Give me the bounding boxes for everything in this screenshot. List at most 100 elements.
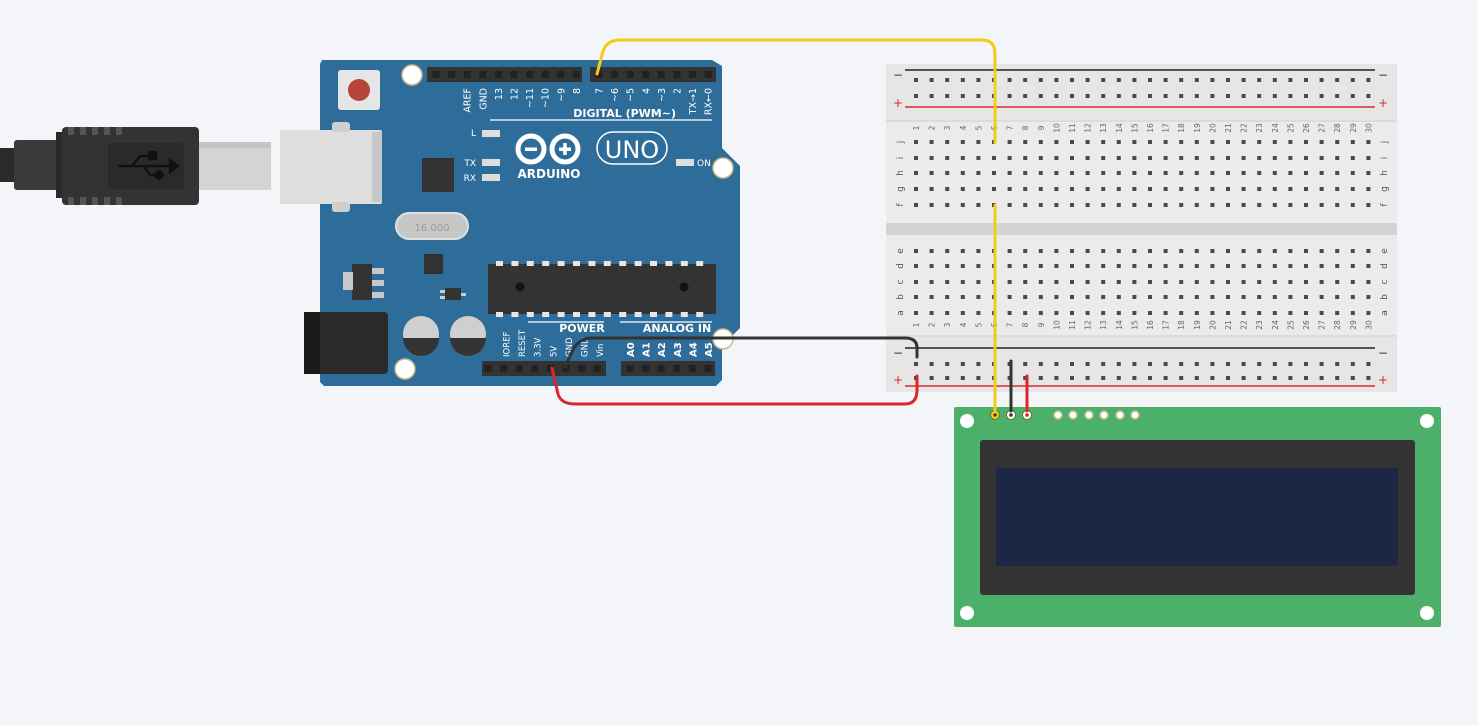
rail-hole[interactable]: [1210, 94, 1215, 98]
terminal-hole[interactable]: [1132, 295, 1137, 299]
terminal-hole[interactable]: [1085, 249, 1090, 253]
header-pin-hole[interactable]: [494, 71, 502, 78]
terminal-hole[interactable]: [1163, 249, 1168, 253]
terminal-hole[interactable]: [1288, 311, 1293, 315]
terminal-hole[interactable]: [1304, 140, 1308, 144]
rail-hole[interactable]: [976, 376, 981, 380]
terminal-hole[interactable]: [1038, 171, 1043, 175]
terminal-hole[interactable]: [1288, 187, 1293, 191]
terminal-hole[interactable]: [1132, 140, 1137, 144]
terminal-hole[interactable]: [929, 171, 934, 175]
terminal-hole[interactable]: [1304, 187, 1308, 191]
terminal-hole[interactable]: [1288, 280, 1293, 284]
terminal-hole[interactable]: [1179, 140, 1184, 144]
terminal-hole[interactable]: [1007, 249, 1012, 253]
rail-hole[interactable]: [1148, 78, 1152, 82]
rail-hole[interactable]: [1241, 362, 1246, 366]
terminal-hole[interactable]: [1350, 156, 1355, 160]
rail-hole[interactable]: [1116, 376, 1121, 380]
rail-hole[interactable]: [1054, 376, 1059, 380]
terminal-hole[interactable]: [1054, 140, 1059, 144]
rail-hole[interactable]: [1179, 94, 1184, 98]
terminal-hole[interactable]: [1085, 156, 1090, 160]
terminal-hole[interactable]: [1335, 203, 1340, 207]
rail-hole[interactable]: [1366, 376, 1371, 380]
terminal-hole[interactable]: [1319, 187, 1324, 191]
terminal-hole[interactable]: [1304, 249, 1308, 253]
terminal-hole[interactable]: [1132, 203, 1137, 207]
terminal-hole[interactable]: [1023, 280, 1028, 284]
terminal-hole[interactable]: [992, 156, 996, 160]
rail-hole[interactable]: [1335, 78, 1340, 82]
rail-hole[interactable]: [1116, 362, 1121, 366]
terminal-hole[interactable]: [1226, 203, 1230, 207]
header-pin-hole[interactable]: [593, 365, 601, 372]
terminal-hole[interactable]: [1101, 171, 1106, 175]
terminal-hole[interactable]: [1335, 171, 1340, 175]
terminal-hole[interactable]: [1116, 203, 1121, 207]
terminal-hole[interactable]: [945, 311, 950, 315]
terminal-hole[interactable]: [1272, 295, 1277, 299]
terminal-hole[interactable]: [1054, 249, 1059, 253]
header-pin-hole[interactable]: [479, 71, 487, 78]
terminal-hole[interactable]: [1210, 311, 1215, 315]
rail-hole[interactable]: [1272, 376, 1277, 380]
terminal-hole[interactable]: [1054, 156, 1059, 160]
terminal-hole[interactable]: [1007, 156, 1012, 160]
terminal-hole[interactable]: [1366, 249, 1371, 253]
terminal-hole[interactable]: [1319, 156, 1324, 160]
terminal-hole[interactable]: [1038, 295, 1043, 299]
rail-hole[interactable]: [1070, 94, 1074, 98]
header-pin-hole[interactable]: [562, 365, 570, 372]
terminal-hole[interactable]: [1194, 187, 1199, 191]
header-pin-hole[interactable]: [688, 365, 696, 372]
terminal-hole[interactable]: [914, 295, 918, 299]
terminal-hole[interactable]: [1272, 156, 1277, 160]
terminal-hole[interactable]: [960, 171, 965, 175]
rail-hole[interactable]: [1226, 362, 1230, 366]
terminal-hole[interactable]: [1054, 203, 1059, 207]
terminal-hole[interactable]: [1335, 249, 1340, 253]
terminal-hole[interactable]: [1132, 280, 1137, 284]
power-jack[interactable]: [304, 312, 388, 374]
terminal-hole[interactable]: [1070, 171, 1074, 175]
terminal-hole[interactable]: [1272, 187, 1277, 191]
terminal-hole[interactable]: [1350, 203, 1355, 207]
terminal-hole[interactable]: [1335, 140, 1340, 144]
terminal-hole[interactable]: [1132, 171, 1137, 175]
terminal-hole[interactable]: [1179, 264, 1184, 268]
terminal-hole[interactable]: [1257, 295, 1262, 299]
arduino-uno-board[interactable]: 16.000 L TX: [280, 60, 740, 386]
terminal-hole[interactable]: [1335, 156, 1340, 160]
rail-hole[interactable]: [945, 94, 950, 98]
header-pin-hole[interactable]: [526, 71, 534, 78]
terminal-hole[interactable]: [1366, 264, 1371, 268]
terminal-hole[interactable]: [945, 295, 950, 299]
header-pin-hole[interactable]: [595, 71, 603, 78]
terminal-hole[interactable]: [1304, 171, 1308, 175]
header-pin-hole[interactable]: [657, 365, 665, 372]
terminal-hole[interactable]: [1148, 295, 1152, 299]
terminal-hole[interactable]: [1163, 203, 1168, 207]
terminal-hole[interactable]: [1085, 311, 1090, 315]
terminal-hole[interactable]: [1241, 203, 1246, 207]
terminal-hole[interactable]: [1023, 203, 1028, 207]
terminal-hole[interactable]: [1319, 311, 1324, 315]
terminal-hole[interactable]: [1116, 264, 1121, 268]
terminal-hole[interactable]: [914, 249, 918, 253]
rail-hole[interactable]: [945, 376, 950, 380]
terminal-hole[interactable]: [929, 311, 934, 315]
rail-hole[interactable]: [1038, 376, 1043, 380]
terminal-hole[interactable]: [1116, 311, 1121, 315]
terminal-hole[interactable]: [914, 264, 918, 268]
terminal-hole[interactable]: [929, 295, 934, 299]
terminal-hole[interactable]: [960, 203, 965, 207]
terminal-hole[interactable]: [1148, 280, 1152, 284]
terminal-hole[interactable]: [1272, 280, 1277, 284]
terminal-hole[interactable]: [1116, 156, 1121, 160]
terminal-hole[interactable]: [1085, 171, 1090, 175]
rail-hole[interactable]: [1023, 362, 1028, 366]
terminal-hole[interactable]: [1304, 203, 1308, 207]
terminal-hole[interactable]: [1194, 311, 1199, 315]
rail-hole[interactable]: [1272, 362, 1277, 366]
